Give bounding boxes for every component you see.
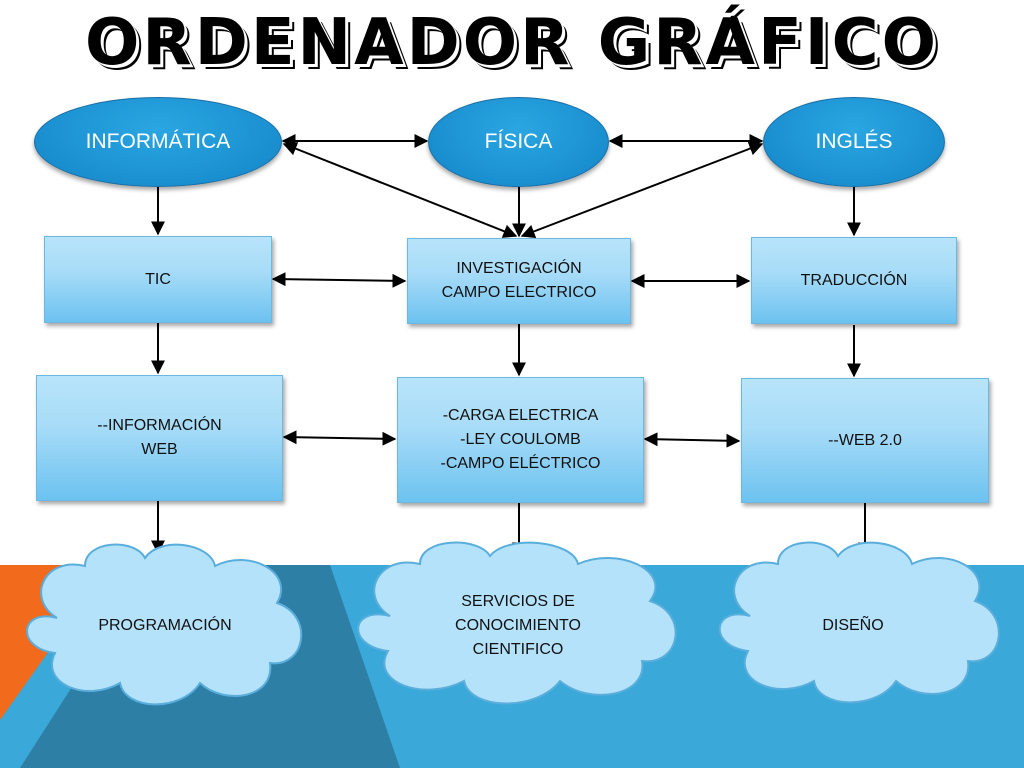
subject-label: INFORMÁTICA [85, 130, 231, 153]
cloud-line: CONOCIMIENTO [455, 617, 581, 634]
box-investigacion: INVESTIGACIÓN CAMPO ELECTRICO [407, 238, 631, 324]
box-line: WEB [141, 441, 178, 458]
box-line: -CARGA ELECTRICA [442, 407, 599, 424]
box-line: -LEY COULOMB [460, 431, 581, 448]
box-line: CAMPO ELECTRICO [441, 284, 597, 301]
box-line: TIC [145, 270, 171, 288]
cloud-label-diseno: DISEÑO [748, 588, 958, 664]
box-traduccion: TRADUCCIÓN [751, 237, 957, 324]
box-tic: TIC [44, 236, 272, 323]
box-line: -CAMPO ELÉCTRICO [440, 455, 601, 472]
cloud-label-programacion: PROGRAMACIÓN [60, 588, 270, 664]
box-informacion-web: --INFORMACIÓN WEB [36, 375, 283, 501]
subject-ingles: INGLÉS [763, 97, 945, 187]
box-line: --INFORMACIÓN [97, 417, 222, 434]
box-carga-electrica: -CARGA ELECTRICA -LEY COULOMB -CAMPO ELÉ… [397, 377, 644, 503]
subject-label: INGLÉS [815, 130, 893, 153]
cloud-line: DISEÑO [822, 617, 884, 634]
box-web20: --WEB 2.0 [741, 378, 989, 503]
subject-informatica: INFORMÁTICA [34, 97, 282, 187]
subject-label: FÍSICA [484, 130, 553, 153]
subject-fisica: FÍSICA [428, 97, 609, 187]
cloud-line: CIENTIFICO [472, 641, 564, 658]
box-line: --WEB 2.0 [828, 431, 902, 449]
box-line: INVESTIGACIÓN [456, 260, 582, 277]
cloud-line: SERVICIOS DE [461, 593, 575, 610]
cloud-label-servicios: SERVICIOS DE CONOCIMIENTO CIENTIFICO [398, 588, 638, 664]
page-title: ORDENADOR GRÁFICO [85, 6, 939, 80]
box-line: TRADUCCIÓN [800, 271, 908, 289]
cloud-line: PROGRAMACIÓN [98, 617, 232, 634]
